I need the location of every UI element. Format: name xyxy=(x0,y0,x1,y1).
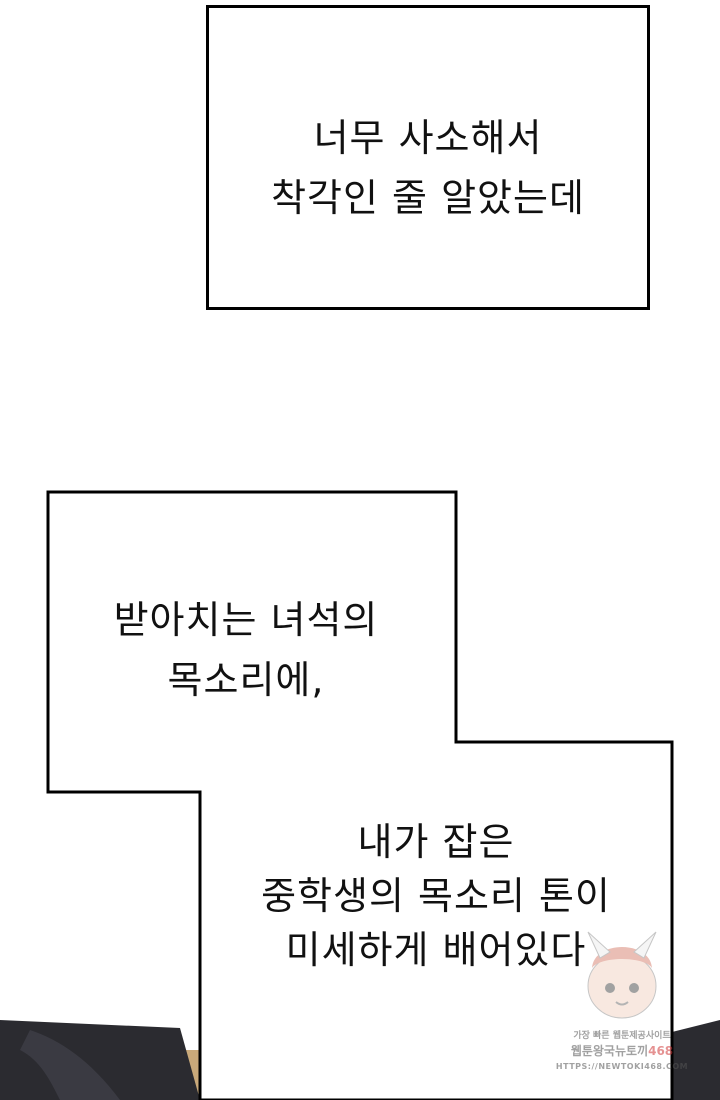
narration-box-1: 너무 사소해서 착각인 줄 알았는데 xyxy=(206,5,650,310)
watermark-brand: 웹툰왕국뉴토끼468 xyxy=(548,1042,696,1059)
watermark-brand-number: 468 xyxy=(648,1044,674,1058)
narration-2-text-a: 받아치는 녀석의 목소리에, xyxy=(66,590,426,710)
watermark-brand-prefix: 웹툰왕국 xyxy=(570,1044,615,1058)
character-hair-left xyxy=(20,1030,120,1100)
narration-2b-line-3: 미세하게 배어있다 xyxy=(285,928,587,972)
narration-1-text: 너무 사소해서 착각인 줄 알았는데 xyxy=(209,108,647,228)
watermark-url: HTTPS://NEWTOKI468.COM xyxy=(555,1062,689,1071)
narration-2b-line-1: 내가 잡은 xyxy=(357,820,515,864)
narration-1-line-2: 착각인 줄 알았는데 xyxy=(271,176,585,220)
narration-2b-line-2: 중학생의 목소리 톤이 xyxy=(261,874,611,918)
narration-2a-line-1: 받아치는 녀석의 xyxy=(113,598,379,642)
watermark-tagline: 가장 빠른 웹툰제공사이트 xyxy=(573,1031,671,1041)
narration-1-line-1: 너무 사소해서 xyxy=(313,116,543,160)
narration-2-text-b: 내가 잡은 중학생의 목소리 톤이 미세하게 배어있다 xyxy=(216,815,656,977)
narration-2a-line-2: 목소리에, xyxy=(167,658,325,702)
site-watermark: 가장 빠른 웹툰제공사이트 웹툰왕국뉴토끼468 HTTPS://NEWTOKI… xyxy=(548,928,696,1084)
mascot-logo-icon xyxy=(587,931,657,1019)
watermark-brand-name: 뉴토끼 xyxy=(614,1044,649,1058)
